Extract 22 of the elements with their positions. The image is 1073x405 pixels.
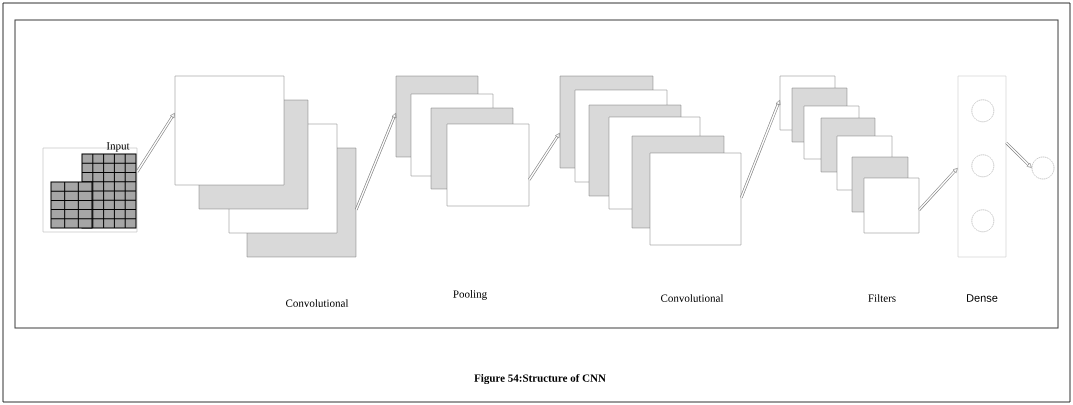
neuron-circle xyxy=(1031,156,1055,180)
layer-label: Input xyxy=(106,142,130,152)
dense-layer-box xyxy=(957,75,1007,258)
layer-label: Dense xyxy=(967,294,998,302)
feature-map-stack-drawing xyxy=(174,75,357,258)
layer-label: Filters xyxy=(868,294,896,302)
layer-label: Convolutional xyxy=(286,299,349,307)
arrow xyxy=(355,113,397,211)
arrow xyxy=(528,133,560,181)
feature-map-stack-drawing xyxy=(395,75,530,207)
arrow xyxy=(918,167,958,211)
neuron-circle xyxy=(971,154,994,177)
neuron-circle xyxy=(971,99,994,122)
arrow xyxy=(136,113,175,173)
layer-label: Pooling xyxy=(453,290,487,300)
arrow xyxy=(740,100,781,199)
layer-label: Convolutional xyxy=(661,294,724,302)
feature-map-stack-drawing xyxy=(779,75,920,234)
figure-caption: Figure 54:Structure of CNN xyxy=(474,373,606,385)
neuron-circle xyxy=(971,209,994,232)
arrow xyxy=(1005,141,1032,168)
feature-map-stack-drawing xyxy=(559,75,742,246)
